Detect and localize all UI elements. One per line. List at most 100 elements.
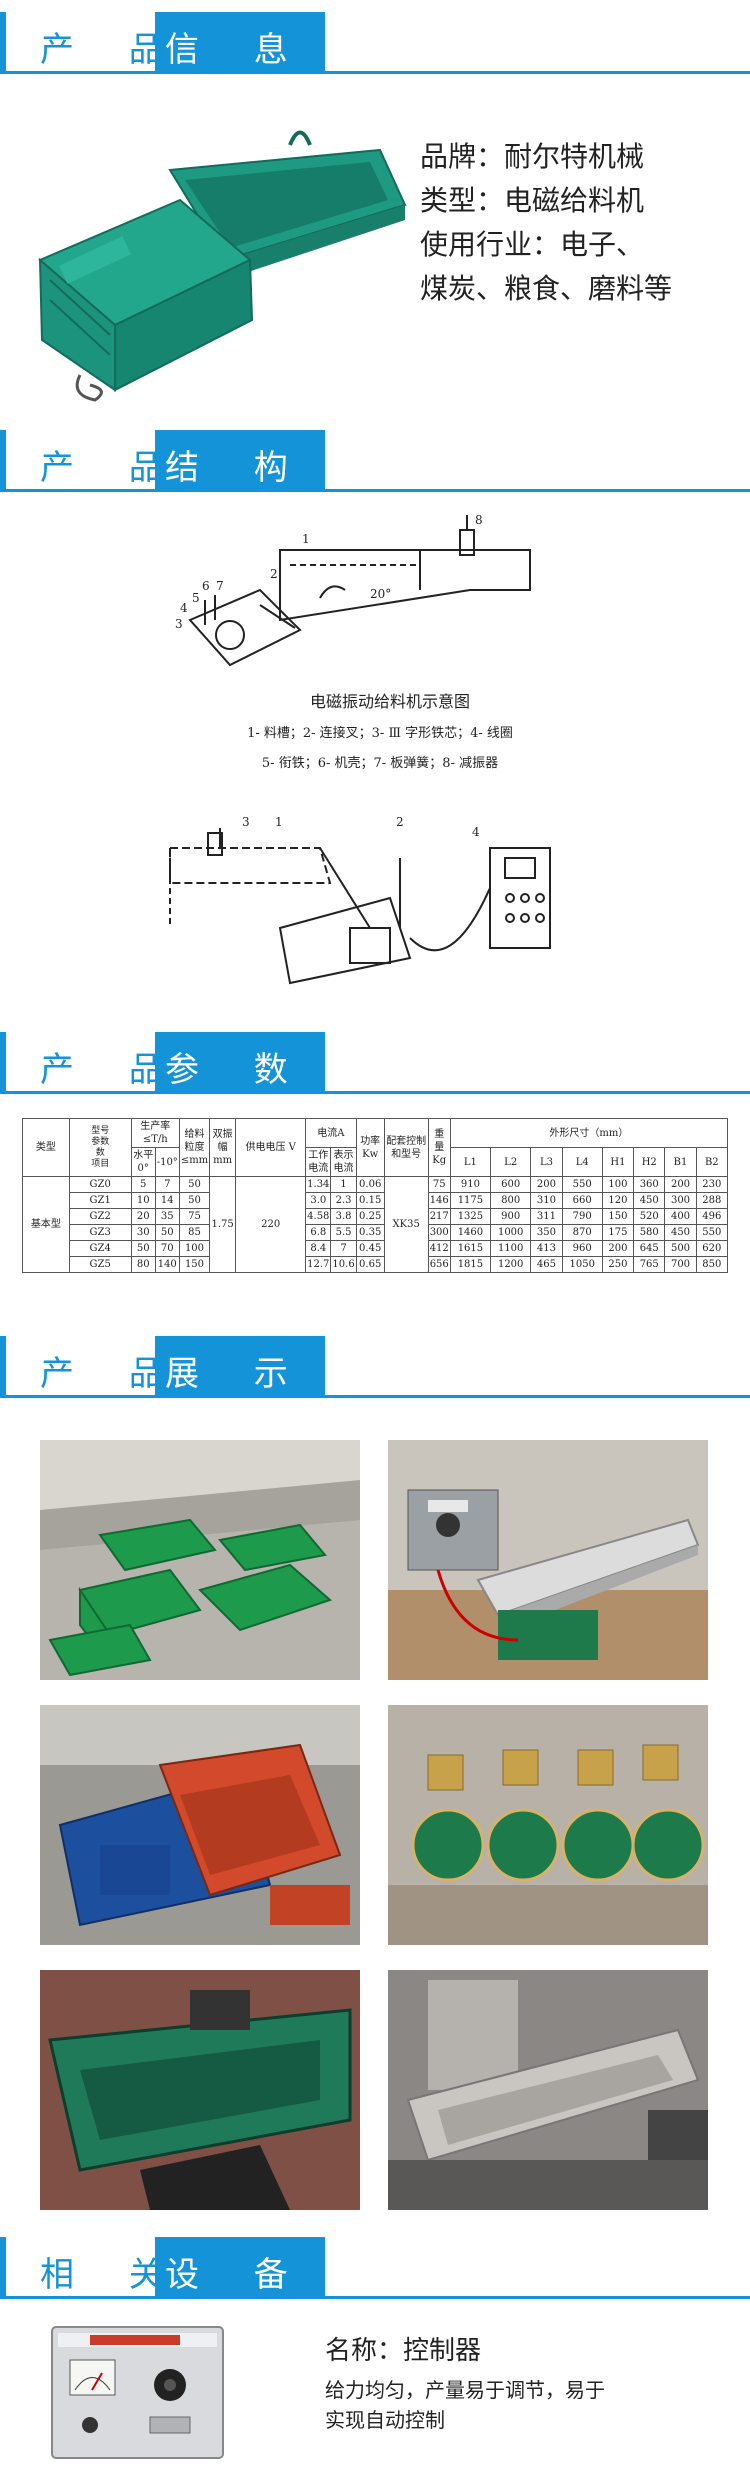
table-cell: 175 — [601, 1224, 635, 1241]
table-cell: 200 — [664, 1176, 697, 1193]
table-cell: 35 — [154, 1208, 180, 1225]
table-cell: 1175 — [449, 1192, 492, 1209]
diag-label-8: 8 — [475, 513, 483, 527]
table-cell: 300 — [427, 1224, 451, 1241]
th-dim-h1: H1 — [601, 1147, 635, 1177]
table-cell: 288 — [695, 1192, 729, 1209]
table-cell: 100 — [601, 1176, 635, 1193]
table-cell: 250 — [601, 1256, 635, 1273]
section-title-a: 产 品 — [40, 448, 185, 488]
table-cell: 7 — [330, 1240, 357, 1257]
info-type: 类型：电磁给料机 — [420, 184, 645, 217]
photo-controller-trough — [388, 1440, 708, 1680]
table-cell: 412 — [427, 1240, 451, 1257]
table-cell: 656 — [427, 1256, 451, 1273]
th-size: 给料粒度 ≤mm — [178, 1118, 211, 1177]
th-dim-h2: H2 — [633, 1147, 666, 1177]
table-cell: 2.3 — [330, 1192, 357, 1209]
diag2-label-3: 3 — [242, 815, 250, 829]
photo-green-feeders — [40, 1440, 360, 1680]
table-cell: 50 — [154, 1224, 180, 1241]
table-cell: 10.6 — [330, 1256, 357, 1273]
th-power: 功率 Kw — [355, 1118, 385, 1177]
section-title-a: 相 关 — [40, 2255, 185, 2295]
table-cell: GZ0 — [68, 1176, 132, 1193]
section-title-b: 展 示 — [165, 1354, 310, 1394]
table-cell: GZ2 — [68, 1208, 132, 1225]
related-equipment: 名称：控制器 给力均匀，产量易于调节，易于 实现自动控制 — [325, 2330, 745, 2435]
installation-diagram: 3 1 2 4 — [169, 815, 551, 985]
section-title-b: 信 息 — [165, 30, 310, 70]
diag-label-7: 7 — [216, 579, 224, 593]
table-cell: 450 — [664, 1224, 697, 1241]
info-brand: 品牌：耐尔特机械 — [420, 140, 645, 173]
related-name: 名称：控制器 — [325, 2336, 482, 2366]
section-header-info: 产 品 信 息 — [0, 12, 750, 74]
diagram-title: 电磁振动给料机示意图 — [309, 692, 470, 711]
table-cell: 120 — [601, 1192, 635, 1209]
table-cell: 500 — [664, 1240, 697, 1257]
th-prod: 生产率 ≤T/h — [130, 1118, 180, 1148]
table-cell: XK35 — [383, 1176, 429, 1273]
table-cell: 1615 — [449, 1240, 492, 1257]
table-cell: 910 — [449, 1176, 492, 1193]
diagram-legend-2: 5- 衔铁；6- 机壳；7- 板弹簧；8- 减振器 — [261, 756, 499, 771]
table-cell: 230 — [695, 1176, 729, 1193]
table-cell: 80 — [130, 1256, 156, 1273]
table-cell: 1200 — [490, 1256, 532, 1273]
section-title-a: 产 品 — [40, 1050, 185, 1090]
table-cell: GZ1 — [68, 1192, 132, 1209]
th-amp: 双振幅 mm — [209, 1118, 237, 1177]
table-cell: 85 — [178, 1224, 211, 1241]
section-header-show: 产 品 展 示 — [0, 1336, 750, 1398]
table-cell: 645 — [633, 1240, 666, 1257]
table-cell: 20 — [130, 1208, 156, 1225]
diag2-label-4: 4 — [472, 825, 480, 839]
table-cell: 6.8 — [305, 1224, 332, 1241]
photo-grey-trough — [388, 1970, 708, 2210]
table-cell: GZ4 — [68, 1240, 132, 1257]
table-cell: 3.8 — [330, 1208, 357, 1225]
table-cell: 450 — [633, 1192, 666, 1209]
th-volt: 供电电压 V — [235, 1118, 307, 1177]
related-desc-2: 实现自动控制 — [325, 2408, 445, 2432]
table-cell: 0.15 — [355, 1192, 385, 1209]
table-cell: 0.06 — [355, 1176, 385, 1193]
table-cell: 14 — [154, 1192, 180, 1209]
th-model-param: 型号参数数项目 — [68, 1118, 132, 1177]
table-cell: 8.4 — [305, 1240, 332, 1257]
info-industry: 使用行业：电子、 — [420, 228, 645, 261]
th-dim: 外形尺寸（mm） — [449, 1118, 729, 1148]
table-cell: 0.45 — [355, 1240, 385, 1257]
table-cell: 700 — [664, 1256, 697, 1273]
table-cell: 146 — [427, 1192, 451, 1209]
table-cell: 0.65 — [355, 1256, 385, 1273]
table-cell: 0.35 — [355, 1224, 385, 1241]
params-table: 类型 型号参数数项目 生产率 ≤T/h 给料粒度 ≤mm 双振幅 mm 供电电压… — [22, 1118, 729, 1273]
table-cell: 10 — [130, 1192, 156, 1209]
table-cell: 12.7 — [305, 1256, 332, 1273]
section-title-b: 参 数 — [165, 1050, 310, 1090]
table-cell: 0.25 — [355, 1208, 385, 1225]
table-cell: 900 — [490, 1208, 532, 1225]
table-cell: 100 — [178, 1240, 211, 1257]
th-dim-b2: B2 — [695, 1147, 729, 1177]
th-dim-l4: L4 — [561, 1147, 603, 1177]
diag-label-3: 3 — [175, 617, 183, 631]
photo-blue-orange-feeder — [40, 1705, 360, 1945]
table-cell: 4.58 — [305, 1208, 332, 1225]
table-cell: 550 — [561, 1176, 603, 1193]
diag-label-6: 6 — [202, 579, 210, 593]
table-cell: 870 — [561, 1224, 603, 1241]
section-header-params: 产 品 参 数 — [0, 1032, 750, 1094]
table-cell: 1100 — [490, 1240, 532, 1257]
table-cell: 200 — [601, 1240, 635, 1257]
table-cell: 75 — [178, 1208, 211, 1225]
diag-label-1: 1 — [302, 532, 310, 546]
table-cell: GZ3 — [68, 1224, 132, 1241]
